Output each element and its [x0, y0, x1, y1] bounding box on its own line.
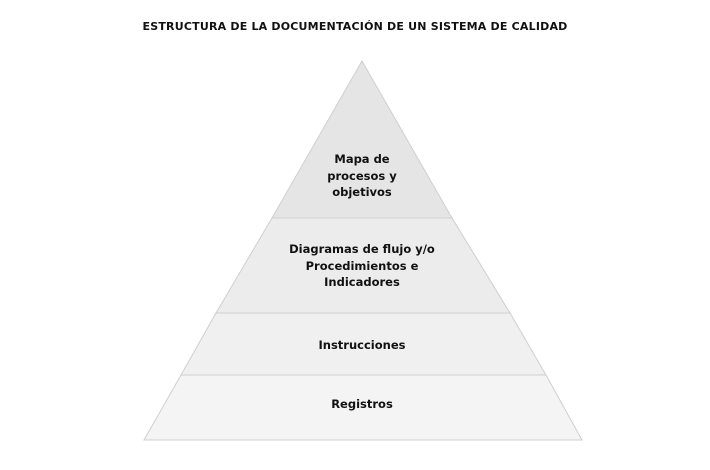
- level-label-diagramas: Diagramas de flujo y/o Procedimientos e …: [289, 242, 435, 289]
- level-label-instrucciones: Instrucciones: [318, 338, 406, 352]
- level-label-mapa: Mapa de procesos y objetivos: [327, 152, 397, 199]
- diagram-title: ESTRUCTURA DE LA DOCUMENTACIÓN DE UN SIS…: [142, 20, 568, 33]
- level-label-registros: Registros: [331, 397, 393, 411]
- pyramid-level-registros: [143, 374, 583, 441]
